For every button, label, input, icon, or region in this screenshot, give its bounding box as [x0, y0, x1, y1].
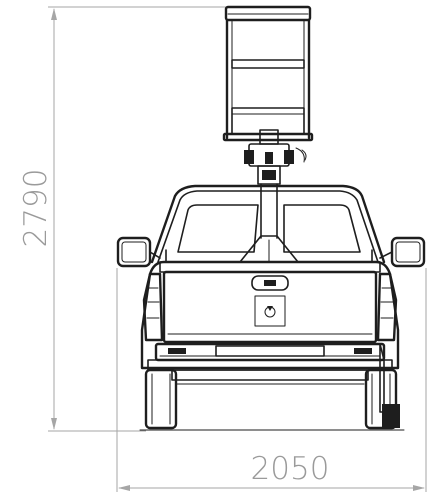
height-dimension: 2790 — [18, 6, 226, 432]
bumper-right-bracket — [354, 348, 372, 354]
rear-window-left — [177, 204, 259, 253]
tail-light-left — [142, 272, 164, 342]
vehicle-cab — [150, 184, 386, 264]
cab-roof-outline — [150, 184, 386, 264]
emblem-mark — [267, 306, 273, 311]
wheel-right — [364, 368, 398, 430]
boom-column — [239, 183, 299, 263]
width-arrow-right — [413, 485, 425, 491]
hydraulic-hose-right-2 — [301, 149, 307, 161]
rear-bumper — [147, 342, 393, 413]
wheel-left — [144, 368, 178, 430]
boom-knuckle-fill — [262, 170, 276, 180]
license-plate-recess — [215, 345, 325, 357]
bumper-left-bracket — [168, 348, 186, 354]
platform-basket — [222, 5, 314, 142]
mirror-right-glass — [395, 241, 421, 263]
height-arrow-bottom — [51, 418, 57, 430]
basket-top-rail — [224, 5, 312, 22]
mirrors — [116, 236, 426, 268]
basket-mid-rail — [231, 59, 305, 69]
width-label: 2050 — [251, 451, 330, 487]
basket-floor — [222, 132, 314, 142]
height-arrow-top — [51, 8, 57, 20]
boom-head-mount — [259, 129, 279, 145]
rear-window-right — [283, 204, 361, 253]
rear-axle — [171, 369, 369, 381]
rotator-right-cylinder — [284, 150, 294, 164]
width-dimension: 2050 — [116, 268, 427, 492]
vehicle-body — [140, 260, 400, 370]
rotator-left-cylinder — [244, 150, 254, 164]
tailgate-handle — [251, 275, 289, 291]
rotator-center-block — [265, 152, 273, 164]
outrigger-foot — [382, 404, 400, 428]
tail-light-right — [376, 272, 398, 342]
hydraulic-hose-right — [295, 147, 305, 163]
tail-light-left-segments — [146, 287, 160, 319]
width-arrow-left — [118, 485, 130, 491]
mirror-right-arm — [379, 251, 393, 259]
tailgate — [162, 270, 378, 344]
boom-knuckle — [257, 165, 281, 185]
bed-rail — [159, 261, 381, 273]
boom-base-plate — [254, 295, 286, 327]
boom-head — [244, 129, 307, 185]
mirror-left-glass — [121, 241, 147, 263]
cab-roof-inner — [157, 190, 379, 263]
undercarriage — [139, 368, 405, 431]
tail-light-right-segments — [380, 287, 394, 319]
mirror-left-arm — [149, 251, 161, 259]
tailgate-handle-grip — [264, 280, 276, 286]
height-label: 2790 — [18, 169, 54, 248]
